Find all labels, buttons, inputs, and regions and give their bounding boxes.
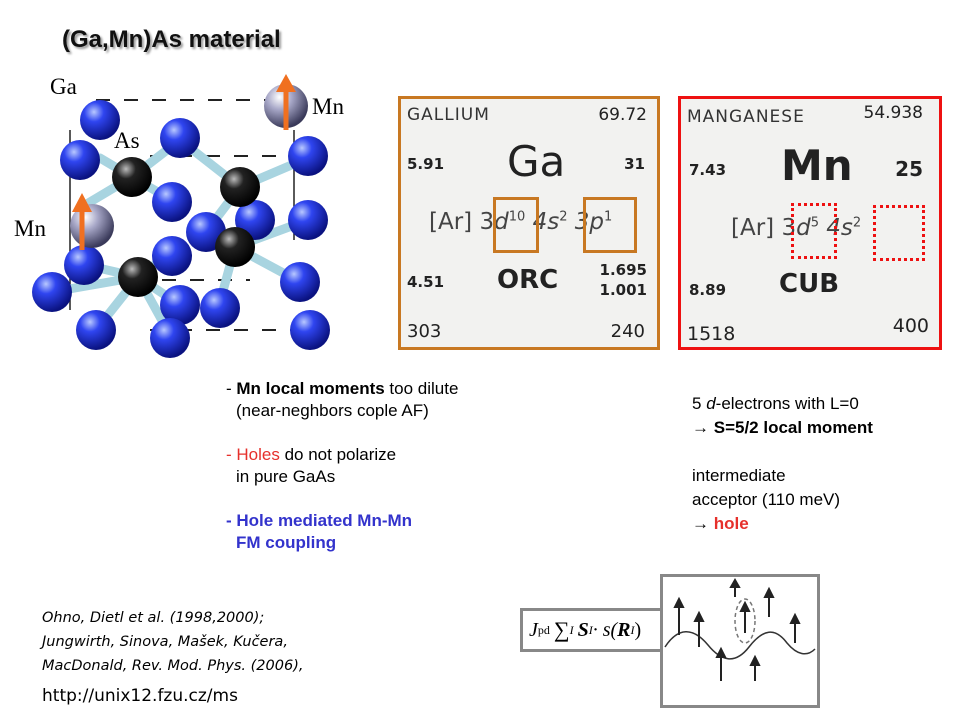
note-line-2: (near-neghbors cople AF) (236, 401, 429, 420)
notes-right: 5 d-electrons with L=0 → S=5/2 local mom… (692, 392, 873, 536)
spin-arrows (72, 74, 296, 250)
ga-left-mid: 4.51 (407, 273, 445, 291)
ga-structure: ORC (497, 265, 559, 295)
ga-bottom-right: 240 (610, 321, 645, 342)
note-line-6: FM coupling (236, 533, 337, 552)
mn-structure: CUB (779, 269, 840, 299)
ga-mass: 69.72 (598, 105, 647, 125)
notes-left: - Mn local moments too dilute (near-negh… (226, 378, 458, 554)
reference-line-1: Ohno, Dietl et al. (1998,2000); (42, 610, 265, 626)
ga-right-mid-2: 1.001 (599, 281, 647, 299)
mn-bottom-left: 1518 (687, 323, 736, 345)
as-atoms (112, 157, 260, 297)
mn-name: MANGANESE (687, 107, 805, 127)
note-line-1: - Mn local moments too dilute (226, 379, 459, 398)
note-r-line-2: → S=5/2 local moment (692, 418, 873, 437)
label-mn-top: Mn (312, 94, 344, 119)
mn-left-mid: 8.89 (689, 281, 727, 299)
ga-left-top: 5.91 (407, 155, 445, 173)
note-line-5: - Hole mediated Mn-Mn (226, 511, 413, 530)
ga-atoms (32, 100, 330, 358)
ga-4p-highlight (583, 197, 637, 253)
ga-name: GALLIUM (407, 105, 490, 125)
reference-url[interactable]: http://unix12.fzu.cz/ms (42, 686, 238, 706)
spin-wave-sketch (664, 577, 816, 681)
crystal-structure-diagram (32, 74, 330, 358)
ga-config: [Ar] 3d10 4s2 3p1 (429, 209, 613, 235)
note-r-line-5: → hole (692, 514, 749, 533)
reference-line-3: MacDonald, Rev. Mod. Phys. (2006), (42, 658, 304, 674)
mn-mass: 54.938 (863, 103, 923, 123)
note-line-4: in pure GaAs (236, 467, 336, 486)
reference-line-2: Jungwirth, Sinova, Mašek, Kučera, (42, 634, 288, 650)
hole-mediated-coupling-diagram (660, 574, 820, 708)
note-r-line-1: 5 d-electrons with L=0 (692, 394, 859, 413)
mn-number: 25 (895, 157, 923, 181)
manganese-element-card: MANGANESE 54.938 7.43 Mn 25 [Ar] 3d5 4s2… (678, 96, 942, 350)
mn-bottom-right: 400 (892, 315, 929, 337)
gallium-element-card: GALLIUM 69.72 5.91 Ga 31 [Ar] 3d10 4s2 3… (398, 96, 660, 350)
mn-3d-highlight (791, 203, 837, 259)
ga-number: 31 (624, 155, 645, 173)
label-as: As (114, 128, 140, 153)
note-r-line-3: intermediate (692, 466, 786, 485)
label-ga: Ga (50, 74, 77, 99)
mn-config: [Ar] 3d5 4s2 (731, 215, 862, 241)
ga-3d-highlight (493, 197, 539, 253)
ga-right-mid-1: 1.695 (599, 261, 647, 279)
note-line-3: - Holes do not polarize (226, 445, 397, 464)
references: Ohno, Dietl et al. (1998,2000); Jungwirt… (42, 606, 303, 678)
mn-symbol: Mn (781, 141, 853, 190)
label-mn-left: Mn (14, 216, 46, 241)
mn-4p-empty-highlight (873, 205, 925, 261)
mn-left-top: 7.43 (689, 161, 727, 179)
ga-bottom-left: 303 (407, 321, 442, 342)
slide-title: (Ga,Mn)As material (62, 26, 281, 53)
ga-symbol: Ga (507, 137, 566, 186)
note-r-line-4: acceptor (110 meV) (692, 490, 841, 509)
